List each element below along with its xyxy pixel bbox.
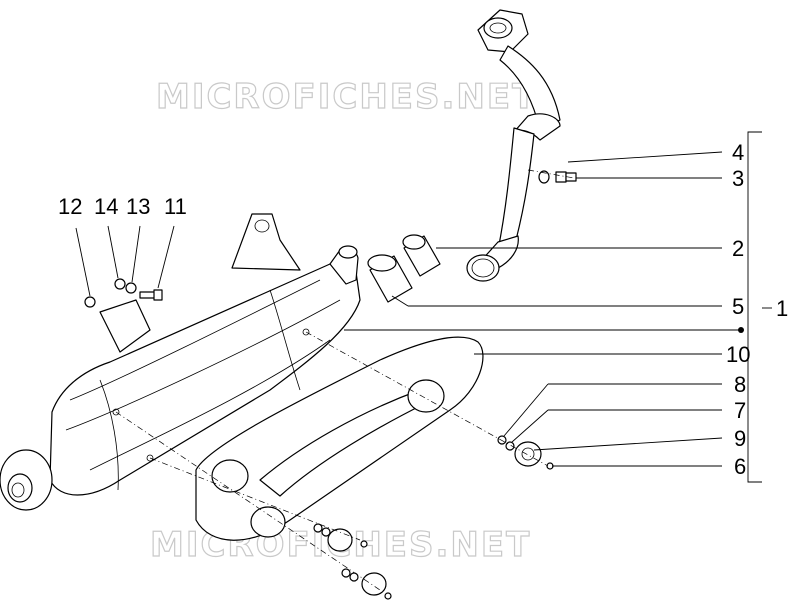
rubber-grommet-part-9 (514, 441, 542, 467)
exhaust-header-pipe (477, 9, 561, 271)
assembly-dot (738, 327, 744, 333)
callout-12: 12 (58, 194, 82, 219)
assembly-axis-lines (115, 169, 575, 591)
pipe-gasket-flange (466, 254, 500, 282)
watermark-top: MICROFICHES.NET (156, 77, 537, 117)
washer-part-13 (125, 282, 137, 294)
callout-6: 6 (734, 454, 746, 479)
sleeve-part-2 (402, 234, 441, 277)
callout-11: 11 (164, 194, 187, 219)
callout-9: 9 (734, 426, 746, 451)
sleeve-part-5 (367, 254, 413, 303)
washer-part-14 (114, 278, 126, 290)
leader-lines (75, 131, 772, 483)
washer-part-8 (497, 435, 507, 445)
callout-3: 3 (732, 166, 744, 191)
heat-shield-part-10 (195, 336, 484, 541)
bolt-part-11 (139, 289, 163, 301)
callout-2: 2 (732, 236, 744, 261)
callout-labels: 4 3 2 5 1 10 8 7 9 6 12 14 13 11 (58, 140, 788, 479)
callout-1: 1 (776, 296, 788, 321)
callout-13: 13 (126, 194, 150, 219)
bolt-part-3 (555, 171, 577, 183)
callout-7: 7 (734, 398, 746, 423)
callout-14: 14 (94, 194, 118, 219)
callout-4: 4 (732, 140, 744, 165)
callout-10: 10 (726, 342, 750, 367)
nut-part-12 (84, 296, 96, 308)
callout-8: 8 (734, 372, 746, 397)
lower-hardware-set-b (341, 568, 392, 600)
callout-5: 5 (732, 294, 744, 319)
washer-part-4 (538, 170, 550, 184)
washer-part-7 (505, 441, 515, 451)
hanger-bracket (99, 299, 151, 353)
muffler-body (0, 213, 361, 511)
